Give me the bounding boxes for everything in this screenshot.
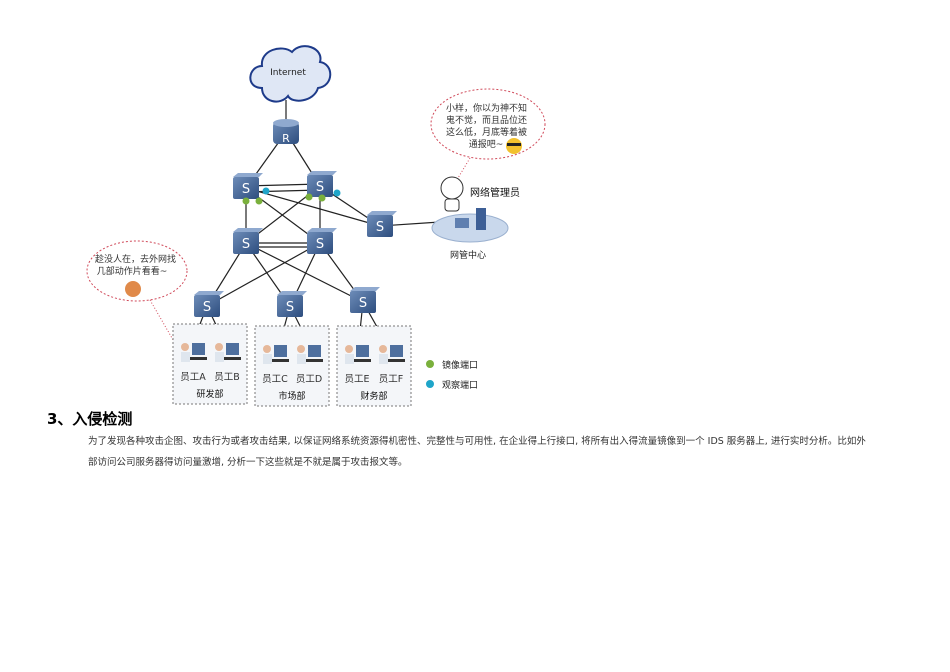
switch-label: S [242, 237, 250, 252]
employee-label: 员工A [180, 372, 206, 383]
switch-icon: S [307, 228, 337, 254]
switch-icon: S [233, 173, 263, 199]
computer-icon [308, 345, 321, 357]
network-diagram: Internet R S S S S S S S S 小样，你以为神不知 鬼不觉，而且品位还 … [86, 45, 546, 407]
legend-observe-label: 观察端口 [442, 379, 478, 391]
legend-mirror-label: 镜像端口 [442, 359, 478, 371]
computer-icon [356, 345, 369, 357]
employee-workstation: 员工F [379, 345, 405, 385]
switch-icon: S [233, 228, 263, 254]
switch-label: S [316, 237, 324, 252]
department-name: 市场部 [278, 390, 305, 402]
server-icon [476, 208, 486, 230]
employee-speech-bubble: 趁没人在，去外网找 几部动作片看看~ [86, 240, 188, 346]
employee-workstation: 员工E [344, 345, 371, 385]
admin-bubble-line: 通报吧~ [469, 138, 504, 150]
legend: 镜像端口 观察端口 [426, 359, 478, 391]
computer-icon [192, 343, 205, 355]
internet-cloud: Internet [249, 45, 332, 103]
legend-mirror-dot [426, 360, 434, 368]
switch-label: S [286, 300, 294, 315]
router-icon: R [273, 119, 299, 145]
switch-icon: S [367, 211, 397, 237]
port-dots [242, 187, 341, 205]
computer-icon [390, 345, 403, 357]
switch-label: S [203, 300, 211, 315]
employee-label: 员工C [262, 374, 288, 385]
router-label: R [282, 132, 290, 145]
network-links [189, 100, 441, 351]
admin-avatar-icon [440, 176, 464, 200]
admin-label: 网络管理员 [470, 186, 520, 199]
admin-bubble-line: 鬼不觉，而且品位还 [446, 114, 527, 126]
switch-icon: S [307, 171, 337, 197]
internet-label: Internet [270, 68, 306, 78]
section-heading: 3、入侵检测 [47, 410, 133, 428]
employee-label: 员工F [379, 374, 403, 385]
section-paragraph: 为了发现各种攻击企图、攻击行为或者攻击结果, 以保证网络系统资源得机密性、完整性… [88, 431, 918, 473]
employee-label: 员工B [214, 372, 240, 383]
switch-label: S [359, 296, 367, 311]
department-box: 员工A 员工B 研发部 [172, 323, 248, 405]
employee-label: 员工E [344, 374, 369, 385]
network-admin: 网络管理员 网管中心 [431, 176, 520, 261]
admin-bubble-line: 小样，你以为神不知 [446, 102, 527, 114]
employee-face-icon [125, 281, 141, 297]
svg-text:趁没人在，去外网找 几部动作片看看~: 趁没人在，去外网找 几部动作片看看~ [95, 253, 179, 277]
department-name: 研发部 [196, 388, 223, 400]
switch-icon: S [350, 287, 380, 313]
admin-speech-bubble: 小样，你以为神不知 鬼不觉，而且品位还 这么低，月底等着被 通报吧~ [430, 88, 546, 179]
legend-observe-dot [426, 380, 434, 388]
switch-icon: S [194, 291, 224, 317]
switch-icon: S [277, 291, 307, 317]
department-box: 员工C 员工D 市场部 [254, 325, 330, 407]
employee-workstation: 员工C [262, 345, 289, 385]
employee-workstation: 员工B [214, 343, 241, 383]
paragraph-line: 部访问公司服务器得访问量激增, 分析一下这些就是不就是属于攻击报文等。 [88, 457, 408, 468]
employee-bubble-line: 趁没人在，去外网找 [95, 253, 176, 265]
employee-workstation: 员工D [296, 345, 323, 385]
computer-icon [274, 345, 287, 357]
switch-label: S [316, 180, 324, 195]
nms-label: 网管中心 [450, 249, 486, 261]
employee-bubble-line: 几部动作片看看~ [97, 265, 168, 277]
switch-label: S [242, 182, 250, 197]
department-name: 财务部 [360, 390, 387, 402]
department-box: 员工E 员工F 财务部 [336, 325, 412, 407]
computer-icon [226, 343, 239, 355]
employee-workstation: 员工A [180, 343, 207, 383]
admin-bubble-line: 这么低，月底等着被 [446, 126, 527, 138]
employee-label: 员工D [296, 374, 322, 385]
paragraph-line: 为了发现各种攻击企图、攻击行为或者攻击结果, 以保证网络系统资源得机密性、完整性… [88, 436, 866, 447]
computer-icon [455, 218, 469, 228]
svg-text:小样，你以为神不知 鬼不觉，而且品位还: 小样，你以为神不知 鬼不觉，而且品位还 这么低，月底等着被 通报吧~ [446, 102, 530, 150]
switch-label: S [376, 220, 384, 235]
